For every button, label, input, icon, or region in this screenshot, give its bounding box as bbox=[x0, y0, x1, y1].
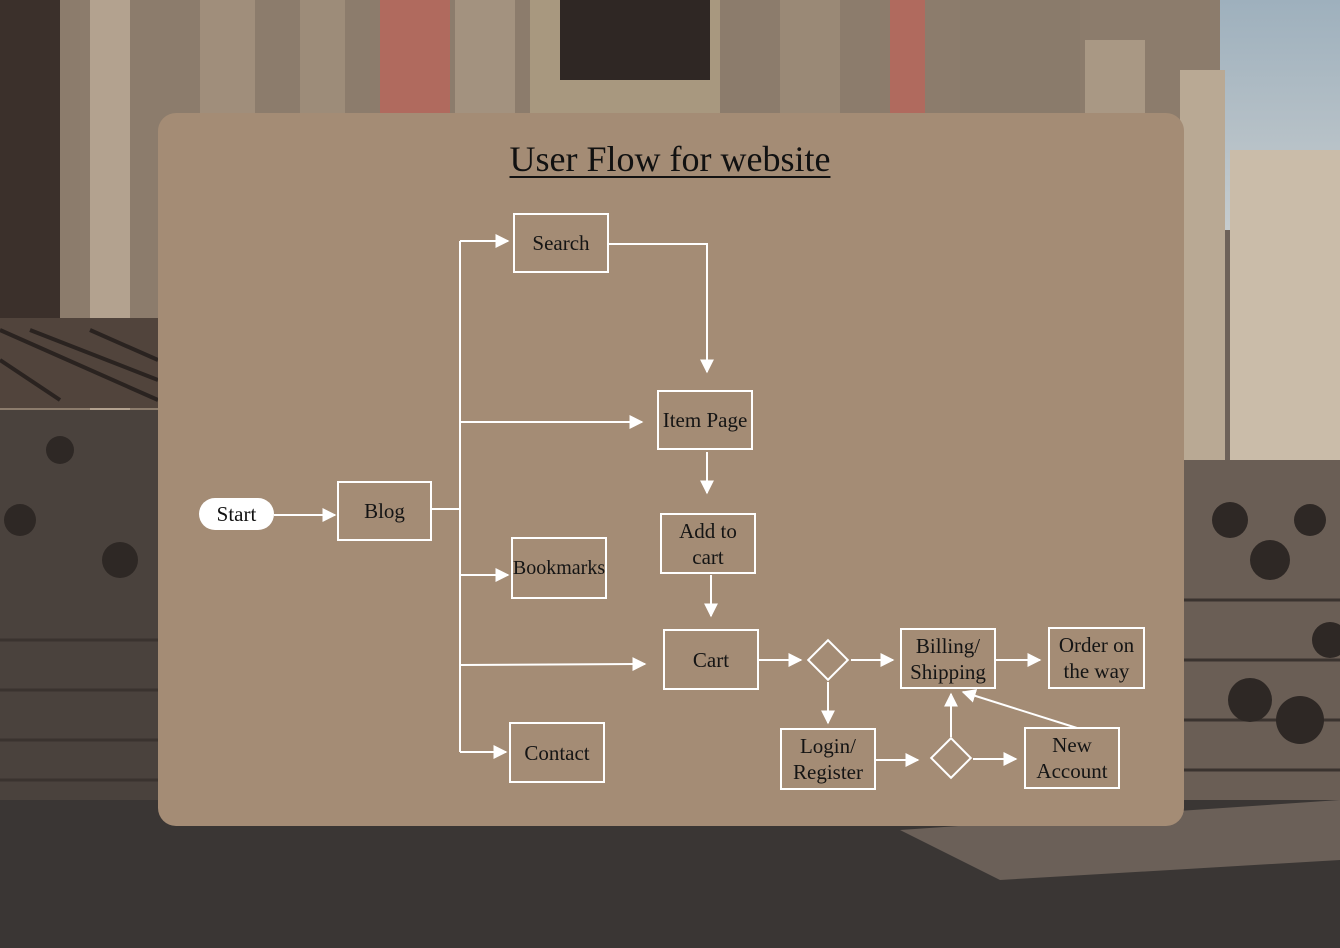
start-label: Start bbox=[216, 501, 257, 526]
item-page-label: Item Page bbox=[662, 408, 748, 432]
new-account-label: New Account bbox=[1036, 733, 1108, 783]
search-label: Search bbox=[532, 231, 590, 255]
order-on-the-way-label: Order on the way bbox=[1058, 633, 1135, 683]
order-on-the-way-node: Order on the way bbox=[1048, 627, 1145, 689]
billing-shipping-node: Billing/ Shipping bbox=[900, 628, 996, 689]
contact-label: Contact bbox=[524, 740, 590, 765]
bookmarks-node: Bookmarks bbox=[511, 537, 607, 599]
blog-node: Blog bbox=[337, 481, 432, 541]
start-node: Start bbox=[199, 498, 274, 530]
arrow-new-account-billing bbox=[961, 689, 1078, 729]
arrow-to-cart bbox=[459, 657, 647, 672]
bookmarks-label: Bookmarks bbox=[512, 557, 606, 579]
arrow-search-item-page bbox=[609, 243, 714, 374]
add-to-cart-label: Add to cart bbox=[679, 518, 737, 569]
new-account-node: New Account bbox=[1024, 727, 1120, 789]
cart-node: Cart bbox=[663, 629, 759, 690]
search-node: Search bbox=[513, 213, 609, 273]
item-page-node: Item Page bbox=[657, 390, 753, 450]
cart-label: Cart bbox=[692, 647, 730, 672]
blog-label: Blog bbox=[364, 499, 405, 523]
contact-node: Contact bbox=[509, 722, 605, 783]
login-register-label: Login/ Register bbox=[793, 734, 863, 784]
billing-shipping-label: Billing/ Shipping bbox=[910, 633, 986, 684]
diagram-title: User Flow for website bbox=[509, 139, 831, 179]
login-register-node: Login/ Register bbox=[780, 728, 876, 790]
add-to-cart-node: Add to cart bbox=[660, 513, 756, 574]
